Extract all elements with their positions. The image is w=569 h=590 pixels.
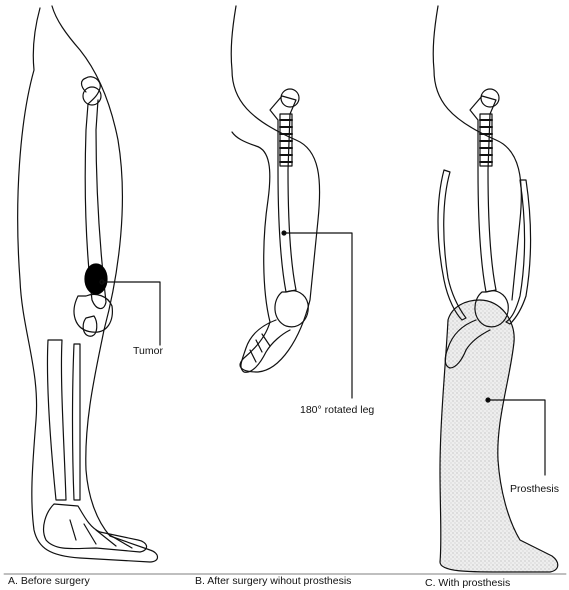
panel-a-tibia <box>47 340 66 500</box>
prosthesis-label: Prosthesis <box>510 484 559 495</box>
prosthesis-shell <box>440 300 558 572</box>
panel-b-leg <box>231 6 319 372</box>
rotated-leg-callout <box>282 231 352 398</box>
panel-a-fibula <box>73 344 81 500</box>
prosthesis-upright-right <box>506 180 531 324</box>
panel-a-leg <box>18 6 158 562</box>
tumor-callout <box>100 280 160 345</box>
tumor-label: Tumor <box>133 346 163 357</box>
panel-a-knee <box>74 294 112 332</box>
panel-b-rotated-foot <box>275 291 308 327</box>
panel-a-caption: A. Before surgery <box>8 576 90 587</box>
rotated-leg-label: 180° rotated leg <box>300 405 374 416</box>
panel-c-body-outline <box>433 6 521 300</box>
panel-a-femoral-head <box>83 87 101 105</box>
tumor-mass <box>85 264 107 294</box>
prosthesis-upright-left <box>438 170 466 320</box>
panel-a-patella <box>83 316 97 336</box>
panel-c-caption: C. With prosthesis <box>425 578 510 589</box>
panel-b-caption: B. After surgery wihout prosthesis <box>195 576 351 587</box>
